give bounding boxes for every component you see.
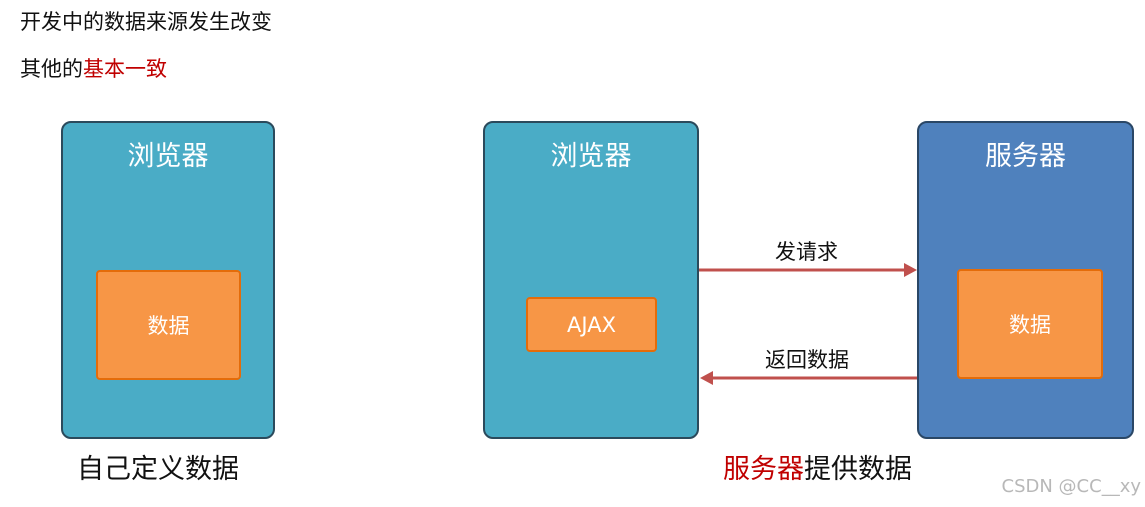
response-label: 返回数据 [765,348,849,372]
server-data-box: 数据 [957,269,1103,379]
ajax-label: AJAX [567,312,616,337]
server-title: 服务器 [985,141,1066,172]
right-caption-highlight: 服务器 [723,454,804,485]
server-box: 服务器 数据 [917,121,1134,439]
right-browser-title: 浏览器 [550,141,632,172]
note-line-1: 开发中的数据来源发生改变 [20,10,272,34]
note-line-2-prefix: 其他的 [20,57,83,81]
left-data-box: 数据 [96,270,241,380]
right-browser-box: 浏览器 AJAX [483,121,699,439]
request-label: 发请求 [775,240,838,264]
server-data-label: 数据 [1009,313,1051,337]
left-data-label: 数据 [147,314,190,338]
left-caption: 自己定义数据 [77,454,239,485]
request-arrow [699,263,917,277]
left-browser-box: 浏览器 数据 [61,121,275,439]
watermark: CSDN @CC__xy [1001,476,1141,497]
right-caption-rest: 提供数据 [804,454,912,485]
note-line-2: 其他的基本一致 [20,55,167,83]
right-caption: 服务器提供数据 [723,452,912,488]
ajax-box: AJAX [526,297,657,352]
response-arrow [700,371,917,385]
note-line-2-highlight: 基本一致 [83,57,167,81]
left-browser-title: 浏览器 [127,141,209,172]
